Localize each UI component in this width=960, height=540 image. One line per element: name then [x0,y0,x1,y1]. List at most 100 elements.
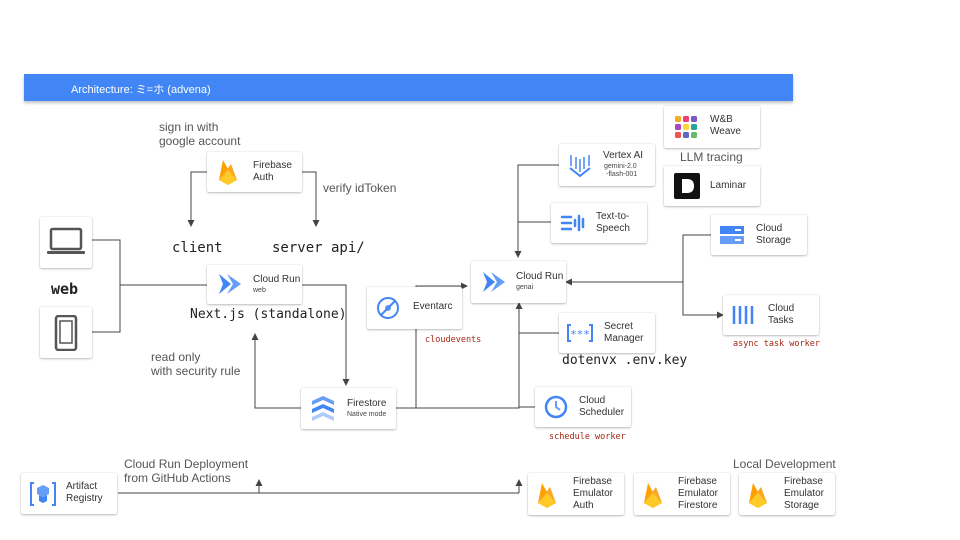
phone-icon [54,315,78,351]
emulator-auth-label-3: Auth [573,500,594,511]
firebase-icon [538,483,556,508]
firestore-icon [312,396,334,421]
artifact-registry-icon [30,482,56,506]
svg-text:***: *** [570,328,590,341]
cloud-scheduler-label-2: Scheduler [579,407,625,418]
cloud-storage-label: Cloud [756,223,783,234]
cloud-run-web-sub: web [253,287,266,294]
wandb-weave-card[interactable]: W&B Weave [664,106,760,148]
firebase-auth-card[interactable]: Firebase Auth [207,152,302,192]
vertex-ai-icon [569,155,591,178]
firebase-auth-label: Firebase [253,160,292,171]
artifact-registry-card[interactable]: Artifact Registry [21,473,117,514]
wire-laptop [92,239,121,333]
cloud-tasks-label-2: Tasks [768,315,794,326]
text-to-speech-icon [560,214,585,232]
secret-manager-label-2: Manager [604,333,644,344]
firestore-card[interactable]: Firestore Native mode [301,388,396,429]
artifact-registry-label-2: Registry [66,493,103,504]
secret-manager-label: Secret [604,321,633,332]
tts-label: Text-to- [596,211,630,222]
laptop-card [40,217,92,268]
nextjs-label: Next.js (standalone) [190,307,347,322]
emulator-firestore-label-3: Firestore [678,500,718,511]
wire-vertex-genai [514,164,559,258]
cloud-run-icon [219,274,241,294]
emulator-auth-card[interactable]: Firebase Emulator Auth [528,473,624,515]
cloud-scheduler-card[interactable]: Cloud Scheduler [535,387,631,427]
firestore-sub: Native mode [347,411,387,418]
emulator-auth-label-2: Emulator [573,488,614,499]
eventarc-card[interactable]: Eventarc [367,287,462,329]
wandb-weave-icon [675,116,697,138]
dotenvx-label: dotenvx .env.key [562,353,688,368]
emulator-firestore-card[interactable]: Firebase Emulator Firestore [634,473,730,515]
emulator-firestore-label: Firebase [678,476,717,487]
cloud-storage-icon [720,226,744,244]
cloud-run-genai-card[interactable]: Cloud Run genai [471,261,566,303]
deploy-note: Cloud Run Deployment from GitHub Actions [124,457,249,485]
cloudevents-note: cloudevents [425,335,482,345]
vertex-ai-label: Vertex AI [603,150,644,161]
wandb-label-2: Weave [710,126,741,137]
emulator-storage-label: Firebase [784,476,823,487]
secret-manager-icon: *** [567,324,593,342]
tts-card[interactable]: Text-to- Speech [551,203,647,243]
phone-card [40,307,92,358]
laminar-label: Laminar [710,180,747,191]
wire-auth-server [302,171,320,227]
emulator-storage-card[interactable]: Firebase Emulator Storage [739,473,835,515]
firebase-auth-label-2: Auth [253,172,274,183]
server-api-label: server api/ [272,240,365,256]
cloud-run-icon [483,272,505,292]
local-dev-note: Local Development [733,457,836,471]
secret-manager-card[interactable]: *** Secret Manager [559,313,655,353]
cloud-tasks-icon [732,306,754,324]
firebase-icon [749,483,767,508]
wire-auth-client [187,171,207,227]
wandb-label: W&B [710,114,733,125]
tts-label-2: Speech [596,223,630,234]
laminar-card[interactable]: Laminar [664,166,760,206]
cloud-storage-card[interactable]: Cloud Storage [711,215,807,255]
sign-in-note: sign in with google account [159,120,241,148]
llm-tracing-note: LLM tracing [680,150,743,164]
laminar-icon [674,173,700,199]
artifact-registry-label: Artifact [66,481,98,492]
firebase-icon [219,160,237,185]
cloud-run-genai-sub: genai [516,284,534,291]
firebase-icon [644,483,662,508]
emulator-storage-label-2: Emulator [784,488,825,499]
vertex-ai-model-2: -flash-001 [606,171,638,178]
title-bar: Architecture: ミ=ホ (advena) [24,74,793,101]
cloud-run-genai-label: Cloud Run [516,271,564,282]
verify-note: verify idToken [323,181,397,195]
cloud-storage-label-2: Storage [756,235,792,246]
eventarc-label: Eventarc [413,301,453,312]
emulator-storage-label-3: Storage [784,500,820,511]
cloud-run-web-card[interactable]: Cloud Run web [207,265,302,304]
wire-firestore-genai [396,302,523,409]
async-worker-note: async task worker [733,339,820,349]
page-title: Architecture: ミ=ホ (advena) [71,84,211,96]
emulator-firestore-label-2: Emulator [678,488,719,499]
web-label: web [51,280,79,298]
schedule-worker-note: schedule worker [549,432,626,442]
vertex-ai-card[interactable]: Vertex AI gemini-2.0 -flash-001 [559,144,655,186]
eventarc-icon [377,297,399,319]
firestore-label: Firestore [347,398,387,409]
wire-firestore-run [251,333,301,409]
cloud-run-web-label: Cloud Run [253,274,301,285]
cloud-tasks-label: Cloud [768,303,795,314]
laptop-icon [47,227,85,254]
read-only-note: read only with security rule [151,350,241,378]
cloud-scheduler-icon [544,395,568,419]
wire-run-firestore [302,284,350,386]
cloud-scheduler-label: Cloud [579,395,606,406]
cloud-tasks-card[interactable]: Cloud Tasks [723,295,819,335]
wire-storage-bus [682,234,724,319]
emulator-auth-label: Firebase [573,476,612,487]
vertex-ai-model: gemini-2.0 [604,163,637,170]
client-label: client [172,240,223,256]
